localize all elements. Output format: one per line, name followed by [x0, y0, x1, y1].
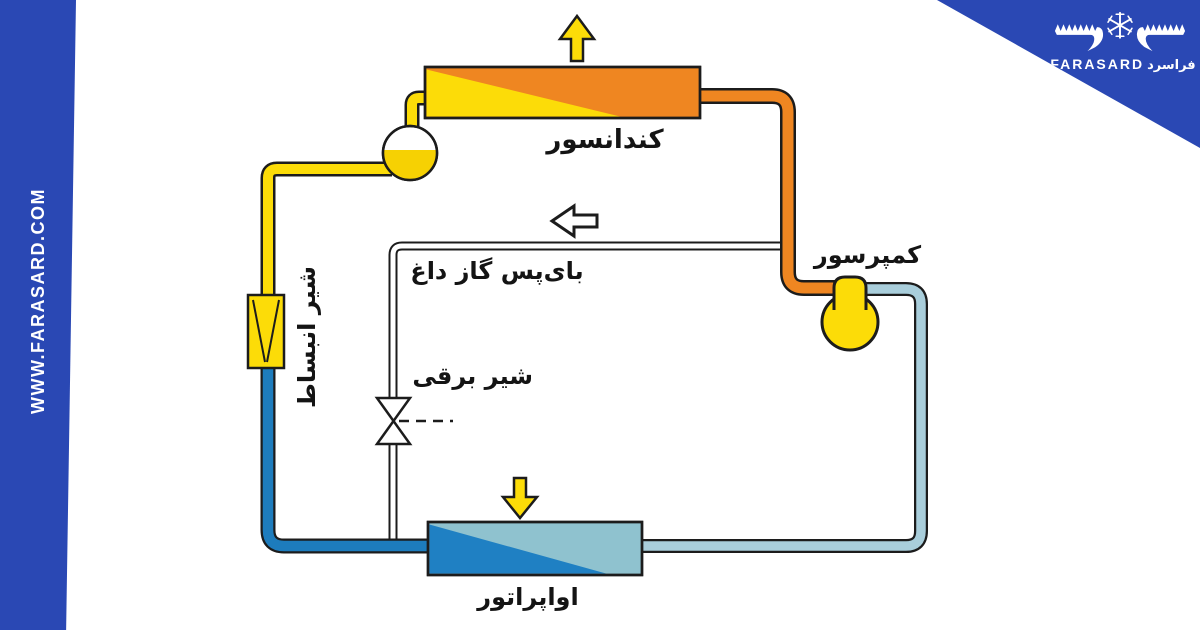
bypass-flow-arrow-icon — [549, 203, 599, 239]
hot-gas-bypass-label: بای‌پس گاز داغ — [410, 257, 584, 285]
compressor-label: کمپرسور — [813, 241, 922, 269]
evaporator-label: اواپراتور — [477, 583, 579, 611]
compressor-unit — [820, 275, 880, 352]
logo-coil-left-icon — [1054, 24, 1104, 52]
suction-pipe — [638, 282, 928, 553]
discharge-pipe — [697, 88, 840, 296]
condenser-vessel — [423, 65, 702, 120]
cold-liquid-pipe — [260, 364, 432, 554]
logo-wordmark: FARASARD فراسرد — [1044, 56, 1195, 73]
snowflake-icon — [1107, 11, 1133, 39]
receiver-sight-glass — [381, 124, 439, 182]
solenoid-valve — [374, 396, 453, 446]
logo-coil-right-icon — [1136, 24, 1186, 52]
liquid-pipe-condenser-to-receiver — [404, 90, 428, 132]
heat-out-arrow-icon — [557, 13, 597, 63]
condenser-label: کندانسور — [546, 125, 664, 155]
website-url-vertical: WWW.FARASARD.COM — [28, 188, 48, 414]
liquid-pipe-receiver-to-expansion-valve — [260, 161, 392, 300]
farasard-logo-mark — [1054, 11, 1186, 52]
left-brand-bar: WWW.FARASARD.COM — [0, 0, 76, 630]
heat-in-arrow-icon — [500, 476, 540, 520]
expansion-valve — [246, 293, 286, 370]
logo-text-en: FARASARD — [1050, 56, 1145, 72]
logo-text-fa: فراسرد — [1147, 58, 1196, 73]
hot-gas-bypass-pipe — [388, 241, 784, 548]
solenoid-valve-label: شیر برقی — [412, 362, 533, 390]
expansion-valve-label: شیر انبساط — [293, 265, 321, 409]
farasard-logo: FARASARD فراسرد — [1050, 8, 1196, 73]
evaporator-vessel — [426, 520, 644, 577]
